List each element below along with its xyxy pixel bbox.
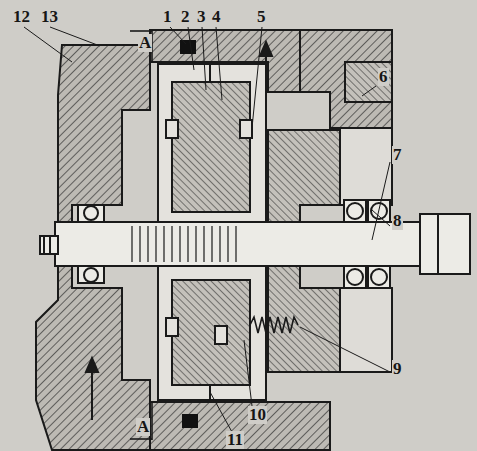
callout-number: 6: [378, 68, 389, 86]
callout-number: 3: [196, 8, 207, 26]
callout-number: 5: [256, 8, 267, 26]
callout-number: 4: [211, 8, 222, 26]
callout-number: 1: [162, 8, 173, 26]
leader-lines: [24, 27, 390, 432]
callout-number: 2: [180, 8, 191, 26]
shaft-splines: [132, 226, 236, 262]
callout-number: 13: [40, 8, 59, 26]
bearings: [78, 200, 390, 288]
callout-number: 8: [392, 212, 403, 230]
section-mark: A: [136, 418, 150, 436]
callout-number: 12: [12, 8, 31, 26]
shaft: [55, 214, 470, 274]
callout-number: 7: [392, 146, 403, 164]
flow-arrows: [86, 42, 272, 420]
plug-screw: [40, 236, 58, 254]
callout-number: 9: [392, 360, 403, 378]
callout-number: 11: [226, 431, 244, 449]
section-line: [130, 30, 152, 440]
callout-number: 10: [248, 406, 267, 424]
spring: [250, 317, 298, 333]
section-mark: A: [138, 34, 152, 52]
